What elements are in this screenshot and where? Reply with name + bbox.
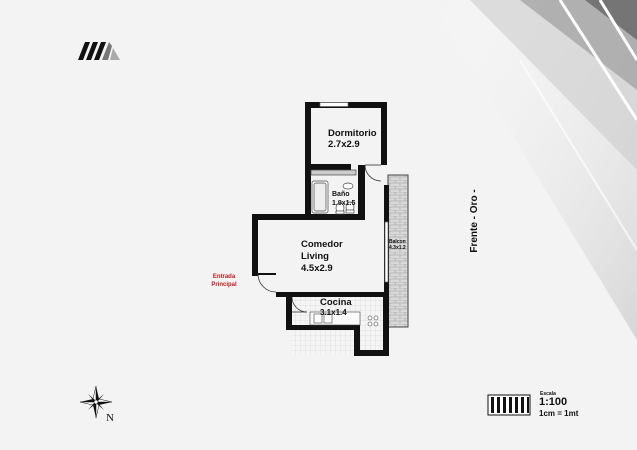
room-name-dormitorio: Dormitorio	[328, 128, 377, 139]
room-name-bano: Baño	[332, 191, 350, 198]
room-size-balcon: 4.3x1.2	[389, 245, 406, 251]
north-label: N	[106, 412, 114, 424]
room-name-cocina: Cocina	[320, 297, 352, 308]
bathroom-fixtures	[310, 169, 357, 215]
room-name-comedor: Comedor	[301, 239, 343, 250]
room-size-dormitorio: 2.7x2.9	[328, 139, 360, 150]
scale-equivalence: 1cm = 1mt	[539, 409, 579, 418]
scale-title: Escala	[540, 391, 556, 397]
windows	[319, 102, 389, 283]
entrance-label-line2: Principal	[211, 282, 237, 289]
kitchen-door	[291, 296, 308, 313]
room-name-living: Living	[301, 251, 329, 262]
scale-bar-icon	[487, 394, 531, 416]
entrance-door	[257, 273, 277, 293]
room-name-balcon: Balcon	[389, 239, 406, 245]
background-decoration	[430, 0, 637, 340]
balcony-area	[387, 174, 409, 328]
scale-ratio: 1:100	[539, 396, 568, 408]
room-size-bano: 1.9x1.5	[332, 200, 356, 207]
entrance-label: Entrada Principal	[196, 273, 252, 289]
room-size-cocina: 3.1x1.4	[320, 308, 347, 317]
bedroom-door	[364, 164, 382, 182]
logo-icon	[78, 42, 120, 60]
kitchen-fixtures	[309, 311, 379, 327]
entrance-label-line1: Entrada	[212, 274, 236, 280]
room-size-comedor: 4.5x2.9	[301, 263, 333, 274]
compass-rose-icon	[79, 385, 113, 419]
front-orientation-label: Frente - Oro -	[469, 189, 480, 253]
